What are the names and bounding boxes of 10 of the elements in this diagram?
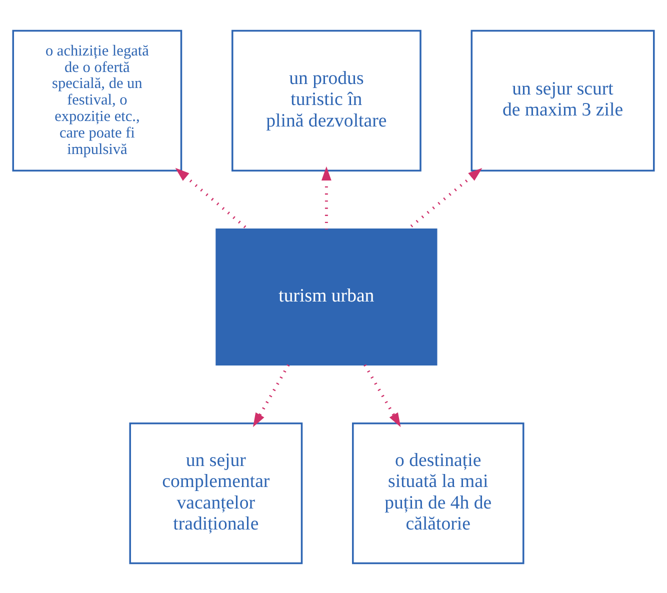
- node-box: un sejur complementar vacanțelor tradiționale: [129, 422, 303, 564]
- node-box: turism urban: [216, 228, 438, 365]
- arrow: [322, 166, 332, 229]
- node-box: o achiziție legată de o ofertă specială, de un festival, o expoziție etc., care poate fi impulsivă: [12, 29, 182, 171]
- node-box: un sejur scurt de maxim 3 zile: [470, 29, 655, 171]
- arrow: [252, 364, 290, 427]
- arrow: [364, 364, 401, 427]
- node-box: un produs turistic în plină dezvoltare: [232, 29, 422, 171]
- node-box: o destinație situată la mai puțin de 4h de călătorie: [352, 422, 524, 564]
- arrow: [175, 167, 249, 230]
